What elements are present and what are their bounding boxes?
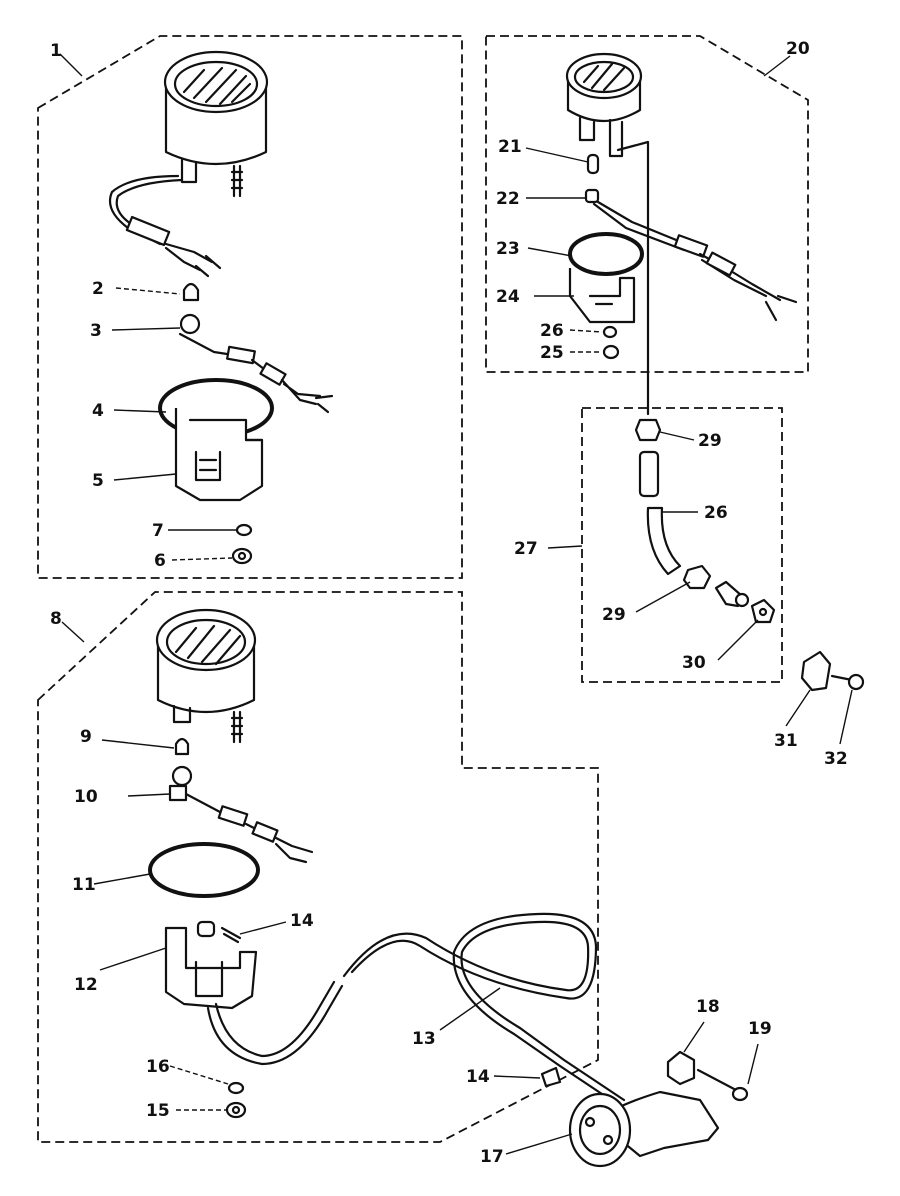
callout-20: 20 — [786, 39, 810, 59]
nut-15 — [225, 1101, 247, 1119]
screw-19 — [696, 1068, 749, 1102]
callout-21: 21 — [498, 137, 522, 157]
leader-lines — [59, 53, 853, 1155]
callout-32: 32 — [824, 749, 848, 769]
callout-6: 6 — [154, 551, 166, 571]
callout-labels: 1 2 3 4 5 7 6 8 9 10 11 12 14 13 14 16 1… — [50, 39, 848, 1167]
callout-1: 1 — [50, 41, 62, 61]
callout-29-lower: 29 — [602, 605, 626, 625]
washer-26 — [602, 325, 618, 339]
nut-25 — [602, 344, 620, 360]
gauge-8 — [155, 608, 257, 744]
callout-2: 2 — [92, 279, 104, 299]
sender-unit-17 — [568, 1090, 720, 1168]
callout-22: 22 — [496, 189, 520, 209]
socket-harness-3 — [178, 313, 334, 414]
callout-15: 15 — [146, 1101, 170, 1121]
callout-31: 31 — [774, 731, 798, 751]
callout-14-cable: 14 — [466, 1067, 490, 1087]
bracket-5 — [174, 408, 264, 502]
group-boundaries — [37, 35, 809, 1143]
fitting-29-top — [634, 418, 662, 442]
hose-28 — [638, 450, 682, 576]
gauge-1 — [163, 50, 269, 198]
callout-14-bracket: 14 — [290, 911, 314, 931]
callout-29-upper: 29 — [698, 431, 722, 451]
callout-13: 13 — [412, 1029, 436, 1049]
callout-23: 23 — [496, 239, 520, 259]
adapter-fitting — [714, 580, 750, 608]
callout-24: 24 — [496, 287, 520, 307]
fitting-29-lower — [682, 564, 712, 590]
washer-16 — [227, 1081, 245, 1095]
callout-3: 3 — [90, 321, 102, 341]
callout-4: 4 — [92, 401, 104, 421]
assembly-27-boundary — [581, 407, 783, 683]
callout-7: 7 — [152, 521, 164, 541]
assembly-1-boundary — [37, 35, 463, 579]
callout-26-hose: 26 — [704, 503, 728, 523]
washer-7 — [235, 523, 253, 537]
callout-8: 8 — [50, 609, 62, 629]
gauge-20 — [565, 52, 643, 158]
bracket-24 — [568, 268, 636, 324]
callout-26-upper: 26 — [540, 321, 564, 341]
nut-6 — [231, 547, 253, 565]
callout-10: 10 — [74, 787, 98, 807]
callout-9: 9 — [80, 727, 92, 747]
ring-11 — [148, 842, 260, 898]
callout-18: 18 — [696, 997, 720, 1017]
gauge-1-harness — [108, 174, 222, 278]
callout-17: 17 — [480, 1147, 504, 1167]
callout-16: 16 — [146, 1057, 170, 1077]
clamp-31 — [800, 650, 832, 692]
gauge-20-pressure-line — [616, 140, 650, 416]
socket-harness-10 — [168, 765, 314, 864]
bulb-21 — [586, 153, 600, 175]
callout-27: 27 — [514, 539, 538, 559]
callout-19: 19 — [748, 1019, 772, 1039]
callout-25: 25 — [540, 343, 564, 363]
callout-12: 12 — [74, 975, 98, 995]
socket-harness-22 — [584, 188, 798, 322]
screw-32 — [830, 673, 865, 691]
clamp-18 — [666, 1050, 696, 1086]
screw-14-bracket — [220, 926, 242, 944]
clip-14-cable — [540, 1066, 562, 1088]
bracket-12 — [164, 920, 258, 1010]
bulb-9 — [174, 737, 190, 756]
assembly-8-boundary — [37, 591, 599, 1143]
callout-30: 30 — [682, 653, 706, 673]
bulb-2 — [182, 282, 200, 302]
callout-11: 11 — [72, 875, 96, 895]
cable-13 — [206, 912, 626, 1108]
nut-30 — [750, 598, 776, 624]
ring-23 — [568, 232, 644, 276]
callout-5: 5 — [92, 471, 104, 491]
